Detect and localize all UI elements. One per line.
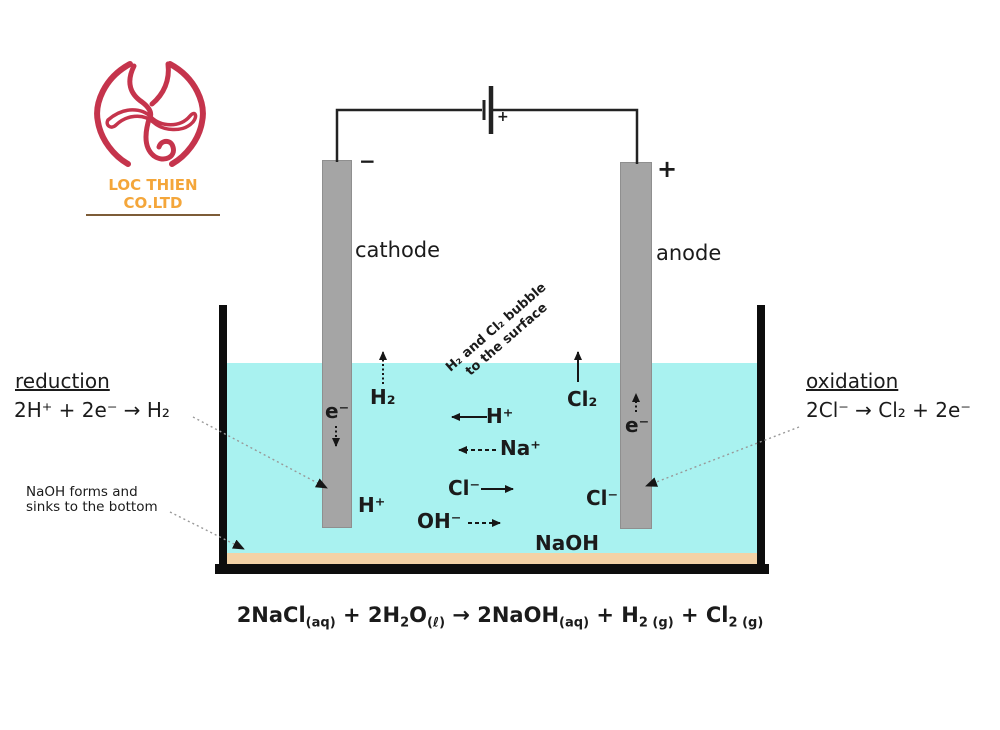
cathode-electrode bbox=[322, 160, 352, 528]
battery-plus-sign: + bbox=[497, 109, 509, 125]
oxidation-formula: 2Cl⁻ → Cl₂ + 2e⁻ bbox=[806, 398, 971, 422]
electrolyte-solution bbox=[226, 363, 758, 565]
company-logo-icon bbox=[94, 61, 206, 167]
anode-plus-sign: + bbox=[657, 155, 678, 183]
electron-label-anode: e⁻ bbox=[625, 413, 650, 437]
anode-electrode bbox=[620, 162, 652, 529]
overall-reaction-equation: 2NaCl(aq) + 2H2O(ℓ) → 2NaOH(aq) + H2 (g)… bbox=[236, 603, 764, 631]
na-plus-label: Na⁺ bbox=[500, 436, 541, 460]
logo-y-right bbox=[149, 61, 171, 107]
naoh-note-line1: NaOH forms and bbox=[26, 484, 138, 500]
cl-minus-anode-label: Cl⁻ bbox=[586, 486, 619, 510]
cathode-label: cathode bbox=[355, 238, 441, 262]
electron-label-cathode: e⁻ bbox=[325, 399, 350, 423]
tank-left-wall bbox=[219, 305, 227, 569]
tank-right-wall bbox=[757, 305, 765, 569]
naoh-sediment-layer bbox=[226, 553, 758, 565]
logo-right-arc bbox=[167, 61, 206, 167]
cl-minus-mid-label: Cl⁻ bbox=[448, 476, 481, 500]
logo-left-arc bbox=[94, 61, 133, 167]
logo-tail bbox=[143, 113, 176, 162]
h2-gas-label: H₂ bbox=[370, 385, 396, 409]
h-plus-cathode-label: H⁺ bbox=[358, 493, 386, 517]
naoh-label: NaOH bbox=[535, 531, 599, 555]
oxidation-title: oxidation bbox=[806, 369, 899, 393]
reduction-title: reduction bbox=[15, 369, 110, 393]
company-name: LOC THIEN CO.LTD bbox=[86, 176, 220, 216]
h-plus-mid-label: H⁺ bbox=[486, 404, 514, 428]
oh-minus-label: OH⁻ bbox=[417, 509, 462, 533]
anode-wire bbox=[492, 108, 639, 164]
tank-bottom bbox=[215, 564, 769, 574]
cathode-minus-sign: − bbox=[359, 149, 376, 173]
cl2-gas-label: Cl₂ bbox=[567, 387, 598, 411]
naoh-note: NaOH forms and sinks to the bottom bbox=[26, 484, 158, 516]
naoh-note-line2: sinks to the bottom bbox=[26, 499, 158, 516]
reduction-formula: 2H⁺ + 2e⁻ → H₂ bbox=[14, 398, 170, 422]
anode-label: anode bbox=[656, 241, 722, 265]
